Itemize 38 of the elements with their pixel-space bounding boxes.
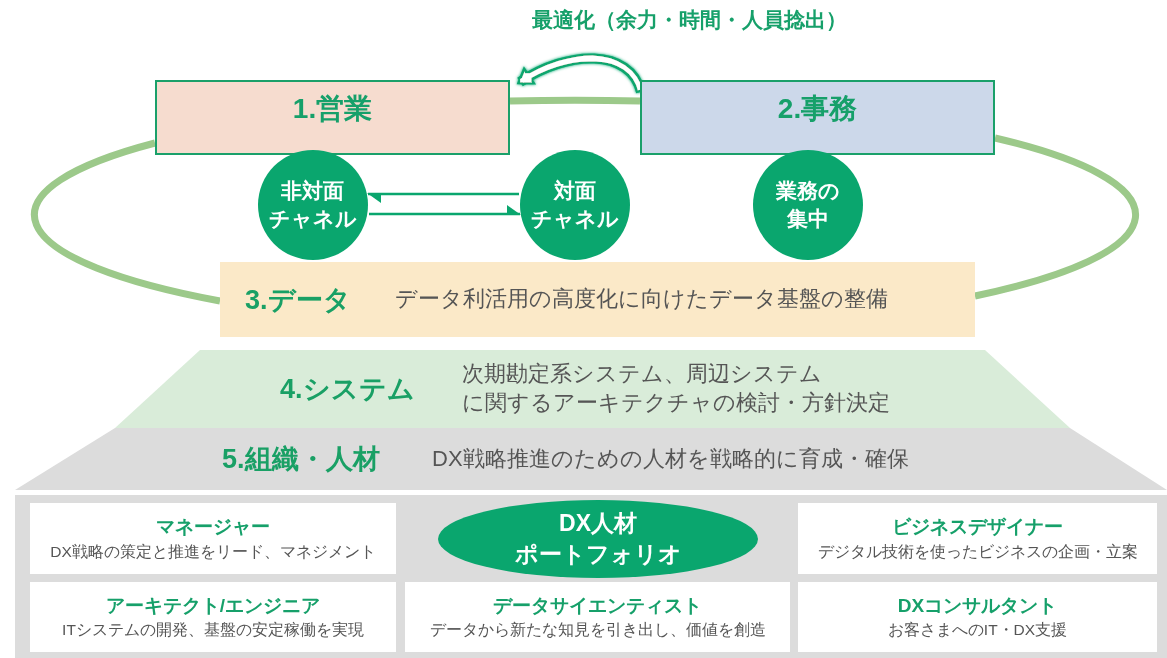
circle-label: 対面チャネル [530,177,620,232]
role-title: ビジネスデザイナー [892,515,1063,540]
band-title: 5.組織・人材 [222,443,381,476]
role-description: DX戦略の策定と推進をリード、マネジメント [50,541,376,562]
circle-label: 業務の集中 [775,177,841,232]
loop-line [509,96,641,105]
data-band [220,262,975,337]
role-title: DXコンサルタント [897,593,1058,618]
loop-line [31,139,221,305]
circle-label: 非対面チャネル [268,177,358,232]
role-description: ITシステムの開発、基盤の安定稼働を実現 [62,620,364,641]
band-description: DX戦略推進のための人材を戦略的に育成・確保 [432,444,910,473]
loop-line [974,134,1139,300]
role-description: データから新たな知見を引き出し、価値を創造 [429,620,766,641]
box-title: 1.営業 [292,92,373,126]
role-card [405,582,790,652]
role-description: お客さまへのIT・DX支援 [887,620,1068,641]
role-title: マネージャー [156,515,270,540]
operations-box [640,80,995,155]
band-description: データ利活用の高度化に向けたデータ基盤の整備 [395,285,889,314]
portfolio-label: DX人材ポートフォリオ [513,508,683,569]
box-title: 2.事務 [777,92,858,126]
role-title: アーキテクト/エンジニア [105,593,321,618]
sales-box [155,80,510,155]
band-title: 3.データ [245,283,352,317]
system-trapezoid [115,350,1070,428]
panel-background [15,495,1167,658]
role-card [798,503,1157,574]
band-title: 4.システム [280,373,416,406]
band-description: 次期勘定系システム、周辺システムに関するアーキテクチャの検討・方針決定 [462,360,891,417]
role-card [30,582,396,652]
exchange-arrow [369,205,521,216]
role-title: データサイエンティスト [493,593,702,618]
role-card [798,582,1157,652]
exchange-arrow [367,192,519,203]
organization-trapezoid [15,428,1167,490]
role-description: デジタル技術を使ったビジネスの企画・立案 [817,541,1138,562]
role-card [30,503,396,574]
